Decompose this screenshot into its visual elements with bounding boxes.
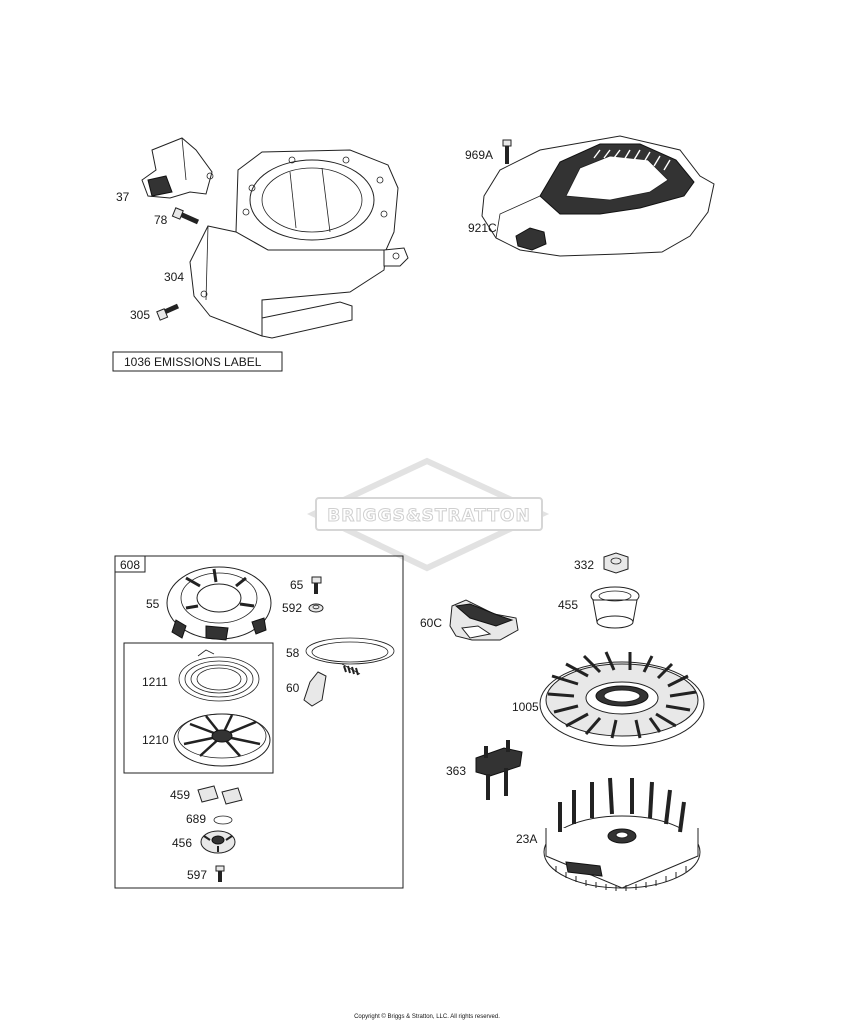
label-969a: 969A xyxy=(465,148,493,162)
bracket-part-37 xyxy=(141,137,214,199)
label-1211: 1211 xyxy=(142,675,168,689)
bracket-part-363 xyxy=(475,740,523,800)
starter-cup-part-455 xyxy=(590,586,640,629)
label-37: 37 xyxy=(116,190,130,204)
label-332: 332 xyxy=(574,558,594,572)
pawl-part-459 xyxy=(197,785,243,805)
fan-part-1005 xyxy=(539,651,705,747)
label-921c: 921C xyxy=(468,221,497,235)
label-608: 608 xyxy=(120,558,140,572)
label-459: 459 xyxy=(170,788,190,802)
label-455: 455 xyxy=(558,598,578,612)
label-1210: 1210 xyxy=(142,733,169,747)
starter-rope-part-58 xyxy=(305,637,395,676)
nut-part-332 xyxy=(603,552,629,574)
flywheel-part-23a xyxy=(543,777,701,891)
rewind-spring-pulley-frame xyxy=(123,642,274,774)
label-65: 65 xyxy=(290,578,304,592)
screw-part-65 xyxy=(311,576,322,594)
label-1005: 1005 xyxy=(512,700,539,714)
nut-part-592 xyxy=(308,603,324,613)
label-60c: 60C xyxy=(420,616,442,630)
starter-assembly-frame xyxy=(114,555,404,889)
blower-housing-drawing xyxy=(189,149,409,339)
label-58: 58 xyxy=(286,646,300,660)
screw-part-78 xyxy=(171,207,200,225)
briggs-stratton-watermark: BRIGGS&STRATTON xyxy=(306,457,550,572)
engine-cover-drawing xyxy=(481,135,715,257)
handle-grip-part-60c xyxy=(449,599,519,641)
pulley-part-1210 xyxy=(173,713,271,767)
label-304: 304 xyxy=(164,270,184,284)
screw-part-969a xyxy=(502,139,512,164)
label-305: 305 xyxy=(130,308,150,322)
label-456: 456 xyxy=(172,836,192,850)
clip-part-689 xyxy=(213,815,233,825)
starter-housing-part-55 xyxy=(166,566,272,641)
watermark-text: BRIGGS&STRATTON xyxy=(327,506,530,526)
label-1036-emissions: 1036 EMISSIONS LABEL xyxy=(124,355,262,369)
starter-handle-part-60 xyxy=(303,671,327,707)
label-23a: 23A xyxy=(516,832,537,846)
screw-part-597 xyxy=(215,865,225,882)
label-55: 55 xyxy=(146,597,160,611)
retainer-part-456 xyxy=(200,830,236,854)
label-592: 592 xyxy=(282,601,302,615)
label-363: 363 xyxy=(446,764,466,778)
label-60: 60 xyxy=(286,681,300,695)
starter-assembly-tag xyxy=(114,555,146,573)
copyright-notice: Copyright © Briggs & Stratton, LLC. All … xyxy=(354,1014,500,1020)
label-689: 689 xyxy=(186,812,206,826)
screw-part-305 xyxy=(156,303,180,321)
label-78: 78 xyxy=(154,213,168,227)
emissions-label-box xyxy=(112,351,283,372)
label-597: 597 xyxy=(187,868,207,882)
rewind-spring-part-1211 xyxy=(178,649,260,702)
